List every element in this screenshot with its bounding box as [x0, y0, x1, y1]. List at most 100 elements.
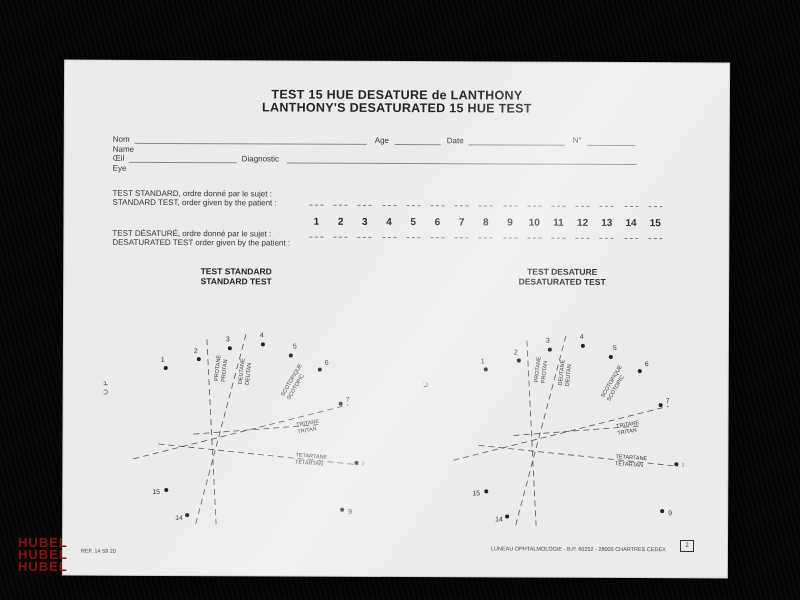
answer-slot[interactable]	[430, 237, 445, 239]
title-english: LANTHONY'S DESATURATED 15 HUE TEST	[262, 100, 532, 116]
sequence-number: 6	[434, 217, 441, 229]
cap-number: 5	[613, 345, 617, 352]
age-line[interactable]	[394, 143, 441, 146]
number-line[interactable]	[586, 144, 635, 147]
cap-number: 8	[682, 462, 684, 469]
axis-label-line: TETARTANE	[295, 453, 327, 461]
answer-slot[interactable]	[527, 205, 542, 207]
answer-slot[interactable]	[623, 237, 638, 240]
scotopic-axis	[133, 404, 349, 460]
answer-slot[interactable]	[648, 238, 663, 240]
deutan-axis	[194, 334, 247, 527]
cap-number: 1	[161, 357, 165, 364]
answer-slot[interactable]	[527, 237, 542, 239]
answer-slot[interactable]	[599, 205, 614, 207]
sequence-number: 15	[649, 218, 661, 230]
cap-dot	[185, 513, 190, 518]
sequence-number: 8	[483, 217, 489, 229]
answer-slot[interactable]	[333, 204, 348, 206]
answer-slot[interactable]	[478, 205, 493, 207]
side-label: C	[423, 382, 430, 387]
cap-dot	[660, 509, 665, 514]
axis-label-line: PROTANE	[534, 356, 543, 383]
answer-slot[interactable]	[333, 236, 348, 238]
axis-label-line: TRITANE	[616, 420, 640, 430]
cap-number: 8	[362, 461, 364, 468]
sequence-number: 4	[386, 216, 392, 228]
answer-slot[interactable]	[309, 204, 324, 206]
tetartan-axis	[478, 444, 679, 467]
answer-slot[interactable]	[648, 206, 663, 208]
cap-number: 9	[348, 509, 352, 516]
cap-number: 4	[260, 332, 264, 339]
deutan-axis	[514, 335, 567, 528]
answer-slot[interactable]	[406, 237, 421, 239]
cap-dot	[505, 514, 510, 519]
cap-dot	[227, 346, 232, 351]
answer-slot[interactable]	[357, 236, 372, 238]
footer-ref: REF. 14 59 20	[80, 548, 116, 555]
sequence-number: 1	[313, 216, 320, 228]
cap-number: 2	[514, 350, 518, 357]
cap-number: 4	[580, 334, 584, 341]
answer-slot[interactable]	[551, 205, 566, 207]
test-sheet: TEST 15 HUE DESATURE de LANTHONY LANTHON…	[62, 60, 730, 578]
tritan-axis	[513, 425, 639, 436]
standard-instruction-en: STANDARD TEST, order given by the patien…	[112, 197, 277, 208]
sequence-number: 12	[577, 217, 589, 229]
label-name: Name	[112, 144, 135, 154]
answer-slot[interactable]	[478, 237, 493, 239]
protan-axis	[526, 340, 537, 526]
name-line[interactable]	[134, 142, 367, 145]
answer-slot[interactable]	[624, 205, 639, 208]
answer-slot[interactable]	[382, 204, 397, 206]
axis-label-line: TETARTAN	[295, 460, 324, 468]
sequence-number: 2	[337, 216, 344, 228]
cap-dot	[354, 460, 359, 465]
right-chart-title: TEST DESATURE DESATURATED TEST	[472, 266, 652, 287]
eye-line[interactable]	[128, 161, 237, 164]
answer-slot[interactable]	[381, 236, 396, 238]
scotopic-axis	[453, 405, 669, 461]
label-date: Date	[446, 136, 464, 146]
answer-slot[interactable]	[599, 237, 614, 239]
cap-dot	[608, 354, 613, 359]
date-line[interactable]	[468, 144, 565, 146]
answer-slot[interactable]	[551, 237, 566, 239]
cap-number: 5	[293, 344, 297, 351]
axis-label-line: TRITAN	[617, 428, 637, 437]
tetartan-axis	[158, 443, 359, 466]
cap-number: 9	[668, 510, 672, 517]
cap-dot	[658, 403, 663, 408]
cap-number: 6	[325, 360, 329, 367]
answer-slot[interactable]	[454, 237, 469, 239]
cap-number: 15	[472, 490, 480, 497]
answer-slot[interactable]	[357, 204, 372, 206]
axis-label-line: DEUTAN	[245, 363, 253, 386]
answer-slot[interactable]	[454, 205, 469, 207]
label-age: Age	[374, 135, 390, 145]
left-confusion-diagram: 123456789101112131415PROTANEPROTANDEUTAN…	[103, 332, 364, 527]
answer-slot[interactable]	[309, 236, 324, 238]
tritan-axis	[193, 424, 319, 435]
answer-slot[interactable]	[430, 205, 445, 207]
answer-slot[interactable]	[406, 205, 421, 207]
axis-label-line: TETARTANE	[615, 454, 647, 462]
answer-slot[interactable]	[575, 205, 590, 207]
cap-dot	[637, 369, 642, 374]
axis-label-line: PROTAN	[221, 359, 229, 382]
label-eye: Eye	[112, 163, 127, 173]
left-chart-title: TEST STANDARD STANDARD TEST	[146, 266, 326, 287]
axis-label-line: TRITANE	[296, 419, 320, 429]
answer-slot[interactable]	[502, 237, 517, 239]
diagnostic-line[interactable]	[286, 162, 637, 166]
cap-dot	[674, 462, 679, 467]
answer-slot[interactable]	[575, 237, 590, 239]
answer-slot[interactable]	[503, 205, 518, 207]
